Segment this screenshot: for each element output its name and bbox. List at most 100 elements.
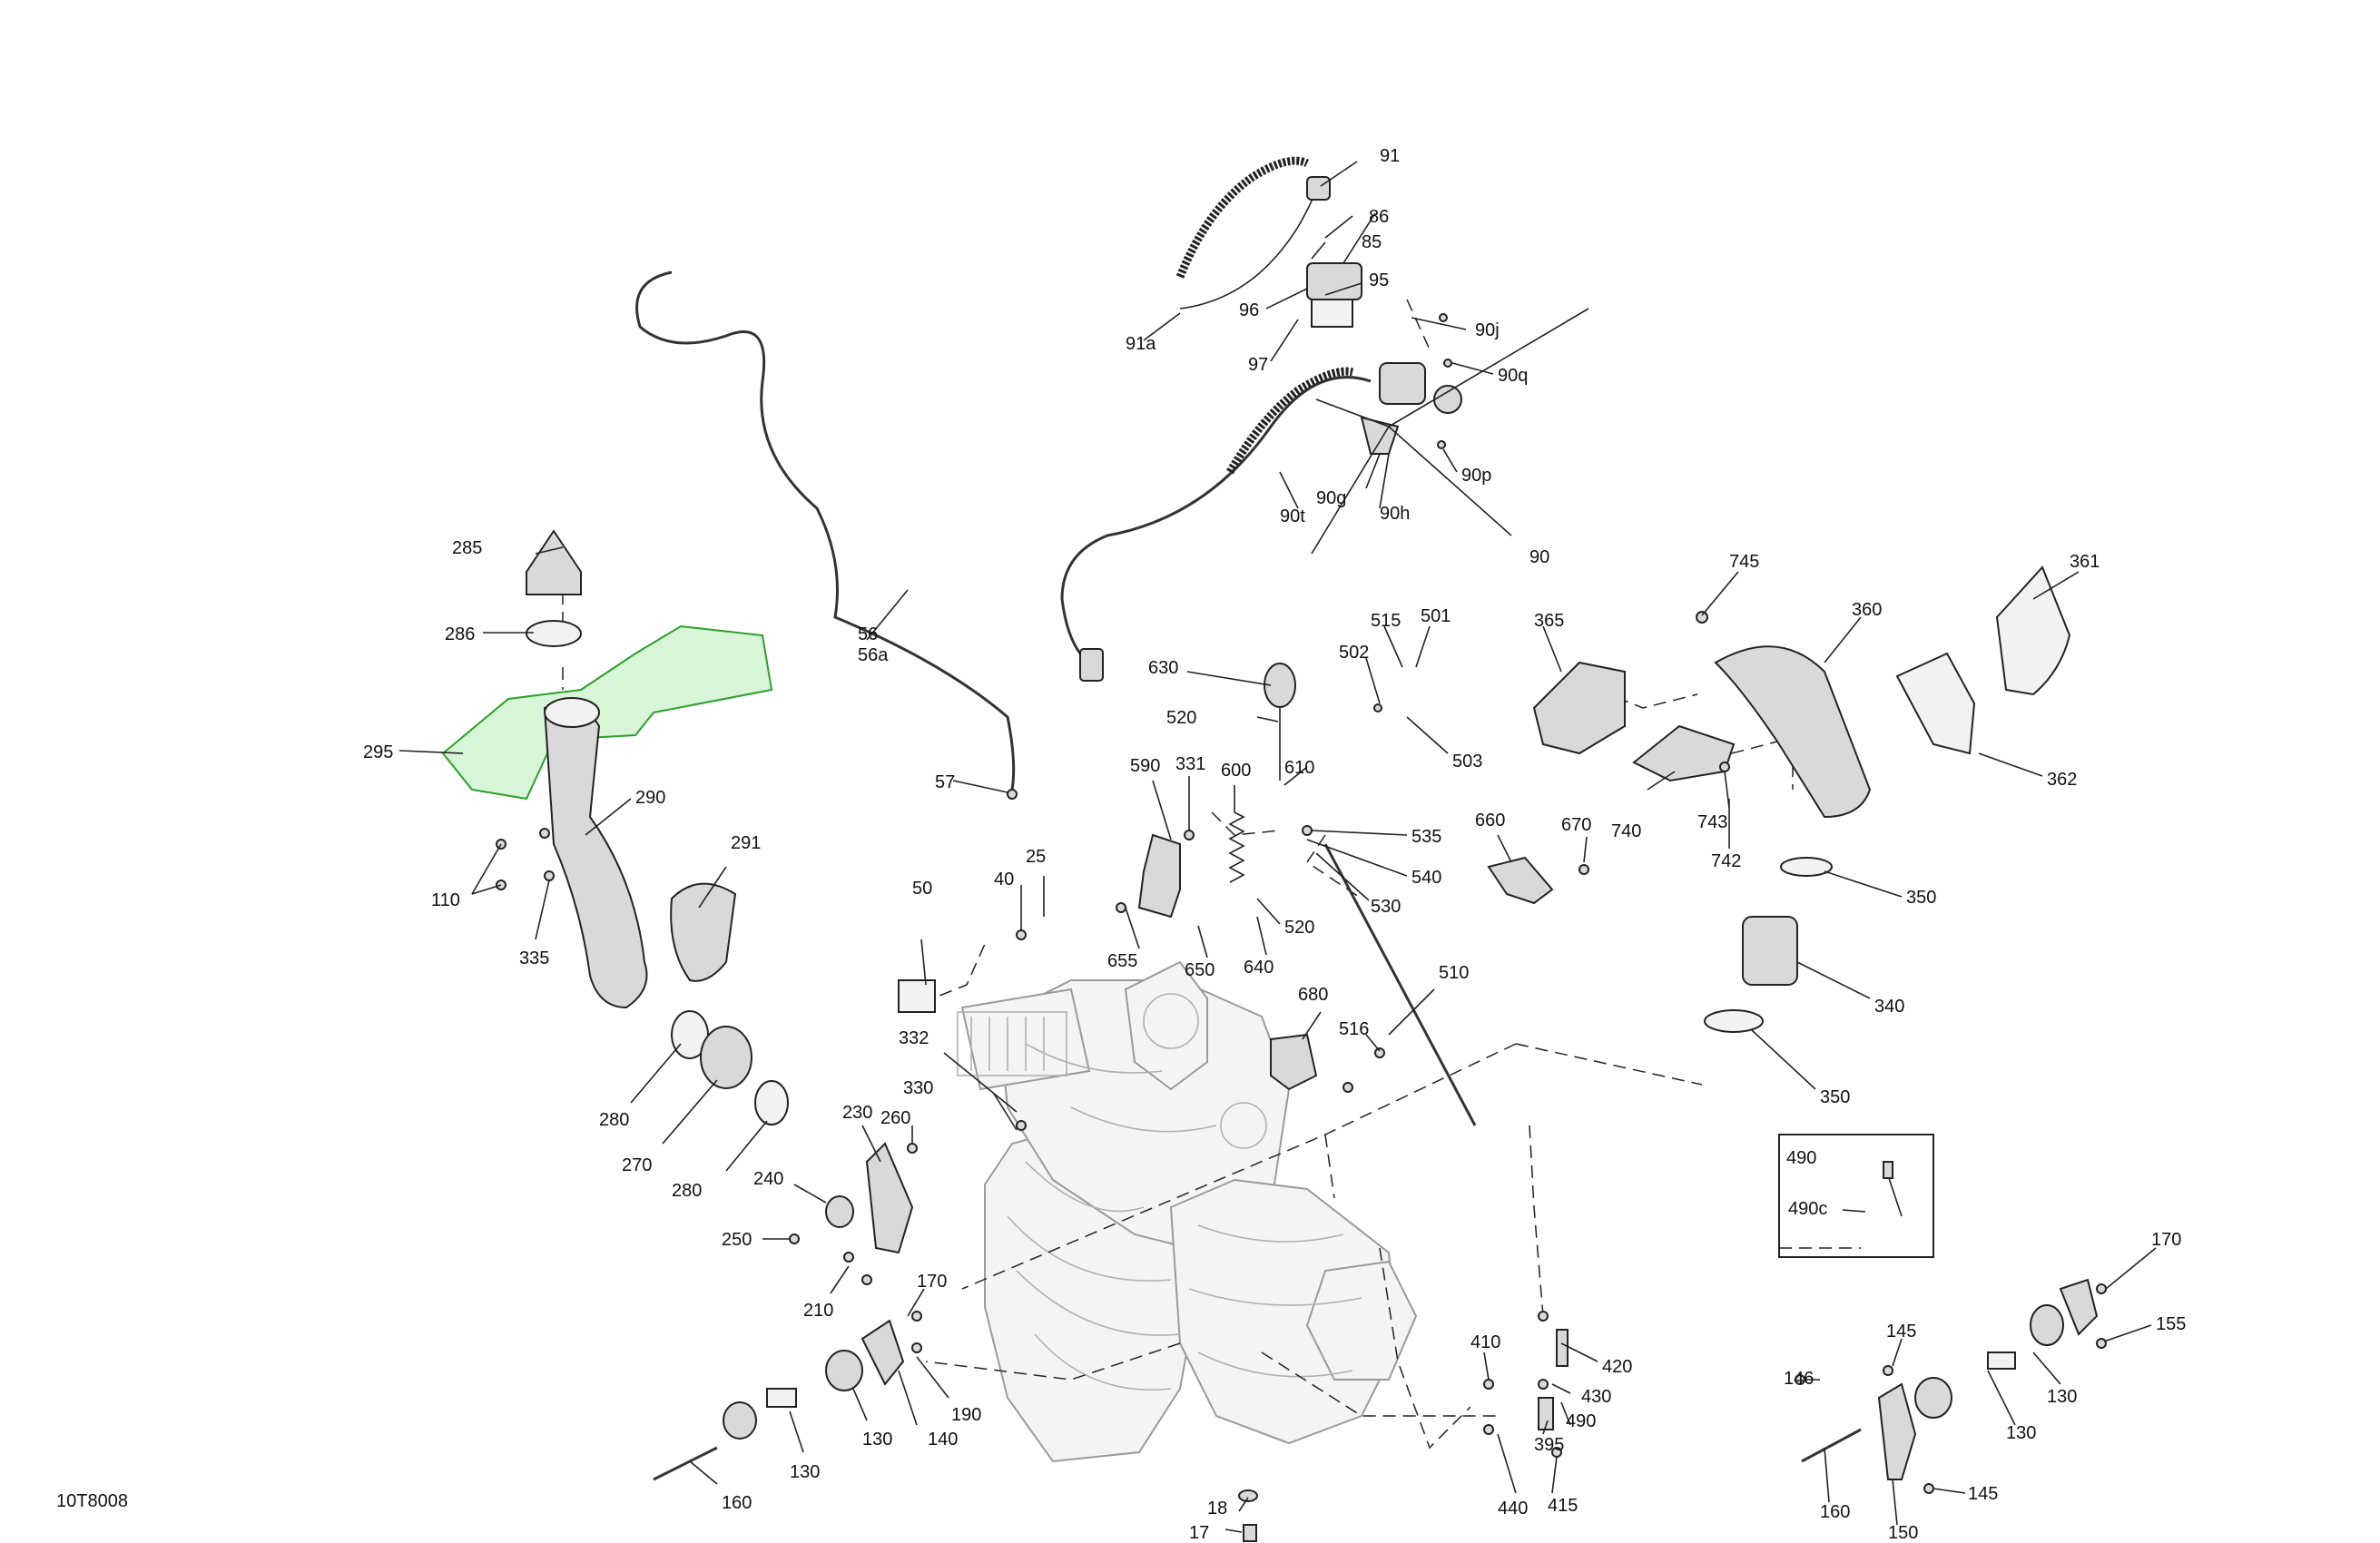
part-label: 91a	[1126, 334, 1156, 354]
inset-box-490: 490 490c	[1778, 1134, 1934, 1258]
part-label: 742	[1711, 851, 1741, 871]
part-label: 510	[1439, 963, 1469, 983]
part-label: 503	[1452, 752, 1482, 772]
part-label: 590	[1130, 756, 1160, 776]
part-label: 350	[1820, 1087, 1850, 1107]
part-label: 501	[1421, 606, 1451, 626]
part-label: 145	[1968, 1484, 1998, 1504]
figure-id: 10T8008	[56, 1491, 128, 1511]
part-label: 515	[1371, 611, 1401, 631]
part-label: 270	[622, 1155, 652, 1175]
part-label: 40	[994, 870, 1014, 889]
part-label: 415	[1548, 1496, 1578, 1516]
part-label: 286	[445, 624, 475, 644]
part-label: 90	[1529, 547, 1549, 567]
part-label: 655	[1107, 951, 1137, 971]
part-label: 340	[1874, 997, 1904, 1017]
part-label: 520	[1284, 918, 1314, 938]
part-label: 331	[1175, 754, 1205, 774]
part-label: 90j	[1475, 320, 1500, 340]
part-label: 230	[842, 1103, 872, 1123]
part-label: 140	[928, 1430, 958, 1450]
part-label: 160	[722, 1493, 752, 1513]
part-label: 490	[1566, 1411, 1596, 1431]
leader-lines	[398, 161, 2157, 1533]
part-label: 660	[1475, 811, 1505, 830]
part-label: 25	[1026, 847, 1046, 867]
part-label: 600	[1221, 761, 1251, 781]
part-label: 210	[803, 1301, 833, 1321]
part-label: 502	[1339, 643, 1369, 663]
part-label: 290	[635, 788, 665, 808]
part-label: 240	[753, 1169, 783, 1189]
part-label: 362	[2047, 770, 2077, 790]
inset-part-label: 490c	[1788, 1199, 1827, 1219]
part-label: 90g	[1316, 488, 1346, 508]
part-shapes	[441, 156, 2107, 1542]
part-label: 280	[672, 1181, 702, 1201]
part-label: 90h	[1380, 504, 1410, 524]
part-label: 146	[1784, 1369, 1814, 1389]
part-label: 91	[1380, 146, 1400, 166]
part-label: 17	[1189, 1523, 1209, 1543]
part-label: 640	[1244, 958, 1274, 978]
engine-assembly	[957, 960, 1418, 1463]
part-label: 50	[912, 879, 932, 899]
part-label: 520	[1166, 708, 1196, 728]
part-label: 516	[1339, 1019, 1369, 1039]
inset-title: 490	[1786, 1148, 1816, 1168]
part-label: 130	[2006, 1423, 2036, 1443]
part-label: 260	[880, 1108, 910, 1128]
part-label: 56	[858, 624, 878, 644]
part-label: 285	[452, 538, 482, 558]
part-label: 650	[1185, 960, 1215, 980]
part-label: 160	[1820, 1502, 1850, 1522]
part-label: 680	[1298, 985, 1328, 1005]
part-label: 330	[903, 1078, 933, 1098]
part-label: 280	[599, 1110, 629, 1130]
part-label: 90q	[1498, 366, 1528, 386]
part-label: 95	[1369, 270, 1389, 290]
part-label: 360	[1852, 600, 1882, 620]
part-label: 155	[2156, 1314, 2186, 1334]
part-label: 410	[1470, 1332, 1500, 1352]
part-label: 145	[1886, 1322, 1916, 1342]
part-label: 110	[431, 890, 460, 910]
part-label: 130	[2047, 1387, 2077, 1407]
part-label: 365	[1534, 611, 1564, 631]
part-label: 295	[363, 742, 393, 762]
part-label: 610	[1284, 758, 1314, 778]
part-label: 97	[1248, 355, 1268, 375]
part-label: 335	[519, 948, 549, 968]
part-label: 150	[1888, 1523, 1918, 1543]
part-label: 395	[1534, 1435, 1564, 1455]
part-label: 96	[1239, 300, 1259, 320]
part-label: 332	[899, 1028, 929, 1048]
part-label: 18	[1207, 1499, 1227, 1518]
part-label: 430	[1581, 1387, 1611, 1407]
part-label: 535	[1411, 827, 1441, 847]
part-label: 440	[1498, 1499, 1528, 1518]
part-label: 350	[1906, 888, 1936, 908]
part-label: 190	[951, 1405, 981, 1425]
part-label: 90t	[1280, 506, 1305, 526]
part-label: 85	[1362, 232, 1382, 252]
part-label: 740	[1611, 821, 1641, 841]
part-label: 170	[917, 1272, 947, 1292]
part-label: 90p	[1461, 466, 1491, 486]
part-label: 530	[1371, 897, 1401, 917]
part-label: 86	[1369, 207, 1389, 227]
part-label: 250	[722, 1230, 752, 1250]
part-label: 420	[1602, 1357, 1632, 1377]
part-label: 291	[731, 833, 761, 853]
part-label: 361	[2070, 552, 2100, 572]
part-label: 57	[935, 772, 955, 792]
part-labels: 91 86 85 95 96 91a 97 90j 90q 90p 90g 90…	[363, 146, 2186, 1543]
part-label: 670	[1561, 815, 1591, 835]
part-label: 170	[2151, 1230, 2181, 1250]
part-label: 56a	[858, 645, 889, 665]
part-label: 745	[1729, 552, 1759, 572]
part-label: 630	[1148, 658, 1178, 678]
part-label: 743	[1697, 812, 1727, 832]
